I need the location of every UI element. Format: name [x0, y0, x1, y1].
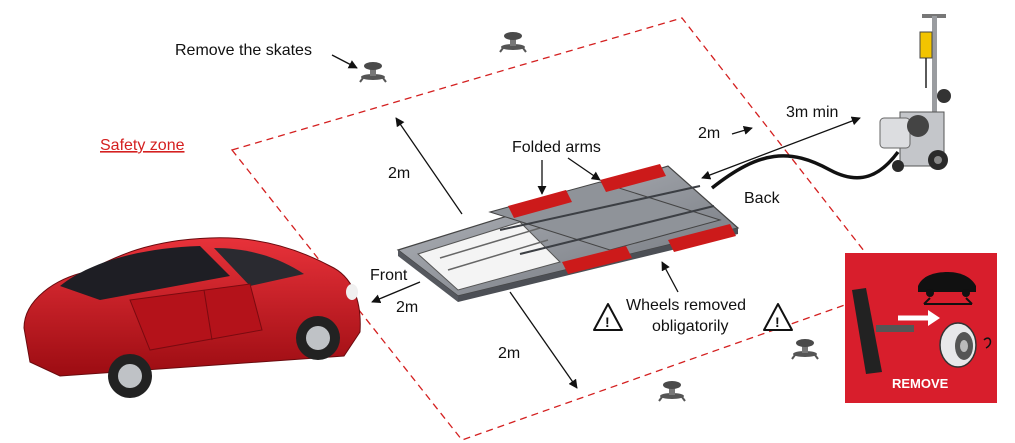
label-wheels-line2: obligatorily: [652, 318, 728, 335]
arm-pad: [562, 246, 632, 274]
car-on-lift-icon: [918, 272, 976, 305]
label-3m-min: 3m min: [786, 104, 838, 121]
label-safety-zone: Safety zone: [100, 137, 185, 154]
arrow-2m-left: [395, 117, 463, 215]
arrow-3m-min: [701, 116, 861, 180]
skate-icon: [791, 339, 819, 360]
car: [23, 237, 361, 398]
power-unit: [879, 14, 951, 172]
label-2m-bottom: 2m: [498, 345, 520, 362]
label-back: Back: [744, 190, 781, 207]
svg-text:!: !: [775, 314, 780, 330]
arrow-2m-back: [731, 125, 753, 135]
arrow-wheels: [661, 261, 679, 293]
remove-panel-label: REMOVE: [892, 376, 949, 391]
arrow-front: [371, 281, 421, 304]
arrow-folded-arm-right: [567, 157, 601, 181]
label-2m-front: 2m: [396, 299, 418, 316]
svg-text:!: !: [605, 314, 610, 330]
arrow-remove-skates: [331, 54, 358, 69]
label-wheels-line1: Wheels removed: [626, 297, 746, 314]
arm-pad: [668, 224, 736, 252]
warning-icon: !: [763, 303, 793, 331]
skate-icon: [359, 62, 387, 83]
hydraulic-hose: [710, 150, 900, 190]
arrow-2m-bottom: [509, 291, 578, 389]
skate-icon: [658, 381, 686, 402]
label-2m-back: 2m: [698, 125, 720, 142]
warning-icon: !: [593, 303, 623, 331]
safety-zone-outline: [230, 17, 895, 441]
arm-pad: [600, 164, 666, 192]
lift-platform: [396, 164, 740, 302]
arm-pad: [508, 190, 572, 218]
skate-icon: [499, 32, 527, 53]
label-2m-left: 2m: [388, 165, 410, 182]
label-front: Front: [370, 267, 408, 284]
label-folded-arms: Folded arms: [512, 139, 601, 156]
label-remove-skates: Remove the skates: [175, 42, 312, 59]
remove-skates-panel: REMOVE: [845, 253, 997, 403]
